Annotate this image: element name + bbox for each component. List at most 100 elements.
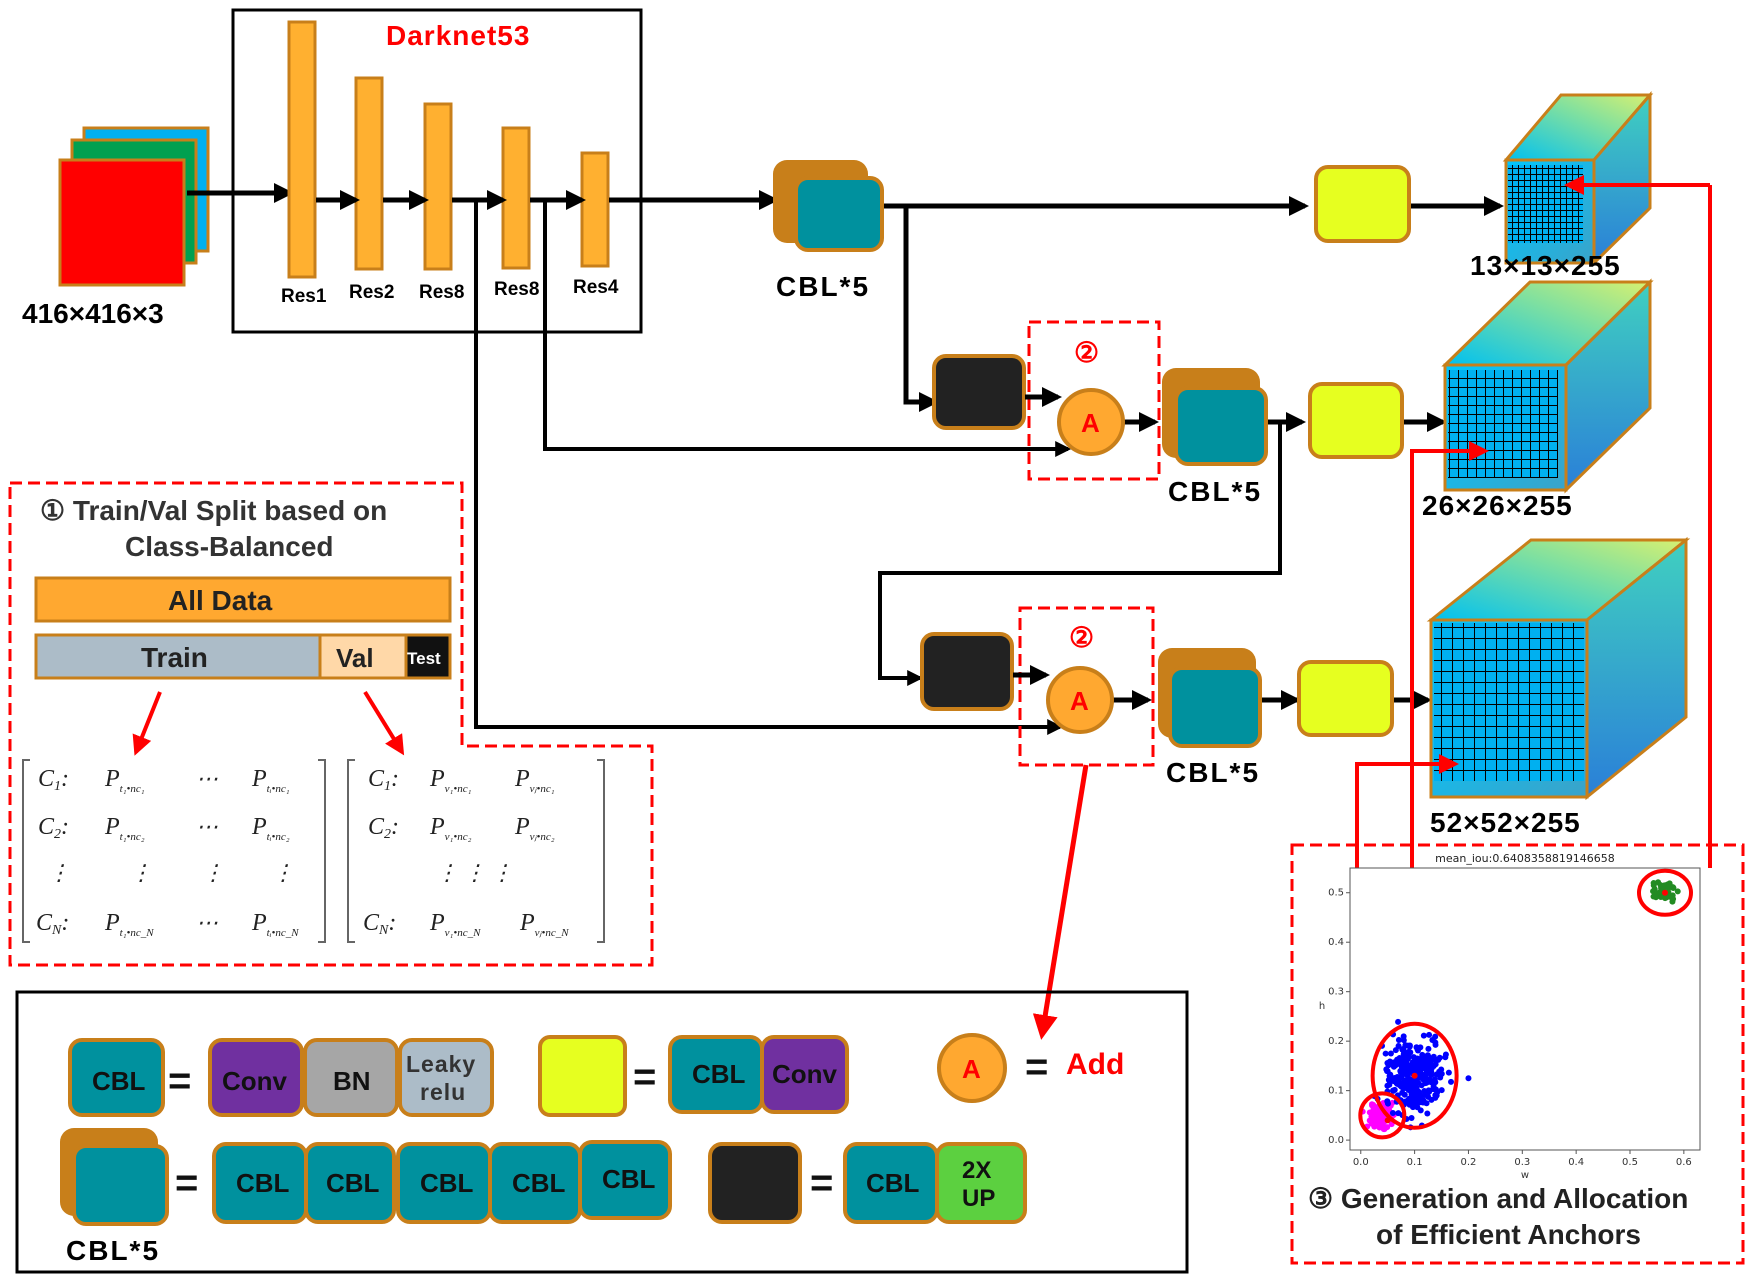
scatter-point <box>1432 1041 1439 1048</box>
scatter-point <box>1438 1066 1445 1073</box>
legend-head-cbl-label: CBL <box>692 1059 746 1089</box>
svg-text:Pvⱼ•nc₁: Pvⱼ•nc₁ <box>514 766 555 795</box>
scatter-point <box>1426 1031 1433 1038</box>
svg-text:⋮: ⋮ <box>130 860 152 885</box>
scatter-point <box>1405 1075 1412 1082</box>
legend-box <box>15 990 1189 1274</box>
scatter-point <box>1406 1042 1413 1049</box>
scatter-point <box>1397 1068 1404 1075</box>
y-axis-label: h <box>1319 1001 1325 1012</box>
legend-leaky <box>398 1038 494 1117</box>
add-node-2-label: A <box>1070 686 1089 716</box>
split-title-line2: Class-Balanced <box>125 531 334 562</box>
scatter-point <box>1400 1045 1407 1052</box>
res-label-4: Res8 <box>494 279 539 300</box>
scatter-point <box>1445 1069 1452 1076</box>
scatter-point <box>1400 1037 1407 1044</box>
scatter-point <box>1665 884 1672 891</box>
svg-text:⋮: ⋮ <box>48 860 70 885</box>
val-bar <box>318 633 408 680</box>
anchor-title-line1: ③ Generation and Allocation <box>1308 1183 1688 1214</box>
scatter-point <box>1384 1082 1391 1089</box>
cluster-highlight <box>1637 868 1693 917</box>
upsample-block-2 <box>920 632 1014 711</box>
cbl5-top <box>773 160 884 252</box>
train-matrix: C1: Pt₁•nc₁ ⋯ Ptᵢ•nc₁ C2: Pt₁•nc₂ ⋯ Ptᵢ•… <box>22 759 326 943</box>
output-cube-52 <box>1426 536 1691 801</box>
test-bar <box>404 633 452 680</box>
svg-text:C2:: C2: <box>38 814 69 842</box>
conv-head-1 <box>1314 165 1411 243</box>
scatter-point <box>1428 1071 1435 1078</box>
scatter-point <box>1442 1051 1449 1058</box>
anchor-section-border <box>1290 843 1745 1265</box>
legend-cbl5-item-label: CBL <box>420 1168 474 1198</box>
scatter-point <box>1436 1054 1443 1061</box>
res-label-5: Res4 <box>573 277 619 298</box>
legend-eq-3: = <box>1025 1045 1048 1089</box>
cbl5-mid-label: CBL*5 <box>1168 476 1262 507</box>
y-tick-label: 0.5 <box>1328 888 1344 899</box>
scatter-point <box>1465 1075 1472 1082</box>
scatter-point <box>1430 1086 1437 1093</box>
add-node-1 <box>1057 388 1125 456</box>
legend-conv-label: Conv <box>222 1066 288 1096</box>
legend-cbl5-item <box>578 1140 672 1220</box>
scatter-point <box>1432 1094 1439 1101</box>
train-arrow <box>132 691 162 756</box>
legend-leaky-line2: relu <box>420 1079 466 1105</box>
res-blocks <box>287 20 610 279</box>
add-callout-arrow <box>1032 764 1089 1040</box>
all-data-label: All Data <box>168 585 273 616</box>
legend-leaky-line1: Leaky <box>406 1051 476 1077</box>
legend-eq-5: = <box>810 1161 833 1205</box>
plot-title: mean_iou:0.6408358819146658 <box>1435 852 1615 865</box>
y-tick-label: 0.0 <box>1328 1135 1344 1146</box>
scatter-point <box>1366 1117 1373 1124</box>
scatter-point <box>1408 1115 1415 1122</box>
scatter-point <box>1412 1079 1419 1086</box>
scatter-point <box>1663 894 1670 901</box>
scatter-point <box>1387 1071 1394 1078</box>
train-label: Train <box>141 642 208 673</box>
lower-route <box>878 422 1282 686</box>
scatter-point <box>1413 1044 1420 1051</box>
all-data-bar <box>34 576 452 623</box>
scatter-point <box>1378 1112 1385 1119</box>
svg-text:⋯: ⋯ <box>196 910 218 935</box>
svg-text:Pv₁•nc₂: Pv₁•nc₂ <box>429 814 472 843</box>
res-label-1: Res1 <box>281 286 327 307</box>
legend-cbl5-item-label: CBL <box>326 1168 380 1198</box>
legend-eq-1: = <box>168 1059 191 1103</box>
svg-text:Pt₁•nc_N: Pt₁•nc_N <box>104 910 154 939</box>
circled-two-2: ② <box>1069 622 1094 653</box>
mid-arrows <box>1025 387 1447 432</box>
svg-text:Pt₁•nc₂: Pt₁•nc₂ <box>104 814 145 843</box>
anchor-title-line2: of Efficient Anchors <box>1376 1219 1641 1250</box>
res-block <box>354 76 384 271</box>
svg-text:CN:: CN: <box>36 910 69 938</box>
scatter-point <box>1403 1051 1410 1058</box>
legend-up-cbl-label: CBL <box>866 1168 920 1198</box>
svg-text:CN:: CN: <box>363 910 396 938</box>
scatter-point <box>1425 1045 1432 1052</box>
scatter-point <box>1410 1095 1417 1102</box>
output-label-26: 26×26×255 <box>1422 490 1573 521</box>
cbl5-top-label: CBL*5 <box>776 271 870 302</box>
legend-conv <box>208 1038 304 1117</box>
route-lines <box>474 200 1072 735</box>
y-tick-label: 0.2 <box>1328 1036 1344 1047</box>
scatter-point <box>1422 1074 1429 1081</box>
svg-text:Ptᵢ•nc_N: Ptᵢ•nc_N <box>251 910 299 939</box>
scatter-point <box>1390 1063 1397 1070</box>
legend-upsample <box>708 1142 802 1224</box>
svg-text:⋯: ⋯ <box>196 766 218 791</box>
legend-add-symbol: A <box>962 1054 981 1084</box>
svg-text:⋮: ⋮ <box>272 860 294 885</box>
cbl5-mid <box>1162 368 1268 466</box>
legend-bn <box>303 1038 399 1117</box>
res-block <box>501 126 531 270</box>
scatter-point <box>1391 1086 1398 1093</box>
scatter-point <box>1381 1126 1388 1133</box>
